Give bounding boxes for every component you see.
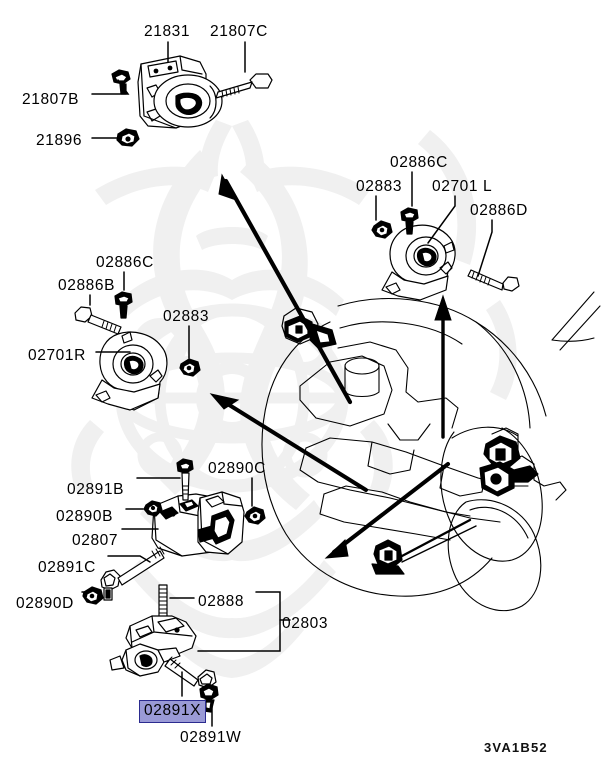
bolt-02891B bbox=[176, 458, 194, 501]
bolt-02886B bbox=[74, 306, 122, 335]
nut-21896 bbox=[116, 128, 140, 147]
nut-02890B bbox=[143, 500, 163, 517]
part-label-02888[interactable]: 02888 bbox=[198, 593, 245, 610]
part-label-21831[interactable]: 21831 bbox=[144, 23, 191, 40]
part-label-02890c[interactable]: 02890C bbox=[208, 460, 266, 477]
part-label-02803[interactable]: 02803 bbox=[282, 615, 329, 632]
vehicle-subframe-illustration bbox=[261, 291, 601, 612]
nut-02883-left bbox=[179, 358, 201, 377]
part-label-02886d[interactable]: 02886D bbox=[470, 202, 528, 219]
part-label-02890b[interactable]: 02890B bbox=[56, 508, 114, 525]
part-label-02890d[interactable]: 02890D bbox=[16, 595, 74, 612]
part-label-02701l[interactable]: 02701 L bbox=[432, 178, 493, 195]
bolt-02886C-left bbox=[114, 291, 133, 319]
part-group-02807 bbox=[82, 458, 266, 605]
part-label-02883-left[interactable]: 02883 bbox=[163, 308, 210, 325]
part-label-02891x[interactable]: 02891X bbox=[139, 700, 207, 723]
nut-02890D bbox=[82, 586, 104, 605]
part-label-02891w[interactable]: 02891W bbox=[180, 729, 242, 746]
part-label-21807b[interactable]: 21807B bbox=[22, 91, 80, 108]
part-label-21896[interactable]: 21896 bbox=[36, 132, 83, 149]
part-label-02807[interactable]: 02807 bbox=[72, 532, 119, 549]
part-label-02886c-right[interactable]: 02886C bbox=[390, 154, 448, 171]
bolt-21807B bbox=[111, 69, 131, 95]
callout-arrows bbox=[209, 173, 452, 559]
part-group-21831 bbox=[111, 55, 273, 147]
diagram-code: 3VA1B52 bbox=[484, 740, 548, 755]
part-label-21807c[interactable]: 21807C bbox=[210, 23, 268, 40]
part-label-02883-right[interactable]: 02883 bbox=[356, 178, 403, 195]
bolt-02886C-right bbox=[400, 207, 419, 235]
leader-lines bbox=[81, 41, 493, 727]
arrow-to-left-mount-group bbox=[209, 393, 368, 492]
arrow-to-right-mount-group bbox=[434, 294, 452, 439]
part-label-02886b[interactable]: 02886B bbox=[58, 277, 116, 294]
nut-02890C bbox=[244, 506, 266, 525]
bolt-02886D bbox=[467, 269, 520, 292]
arrow-to-lower-group bbox=[324, 462, 450, 559]
part-label-02891c[interactable]: 02891C bbox=[38, 559, 96, 576]
nut-02883-right bbox=[371, 220, 393, 239]
part-label-02886c-left[interactable]: 02886C bbox=[96, 254, 154, 271]
bolt-21807C bbox=[215, 73, 273, 99]
arrow-to-upper-group bbox=[218, 173, 353, 405]
part-label-02891b[interactable]: 02891B bbox=[67, 481, 125, 498]
bolt-02891X bbox=[164, 656, 217, 689]
part-label-02701r[interactable]: 02701R bbox=[28, 347, 86, 364]
part-group-02701L bbox=[371, 207, 520, 301]
